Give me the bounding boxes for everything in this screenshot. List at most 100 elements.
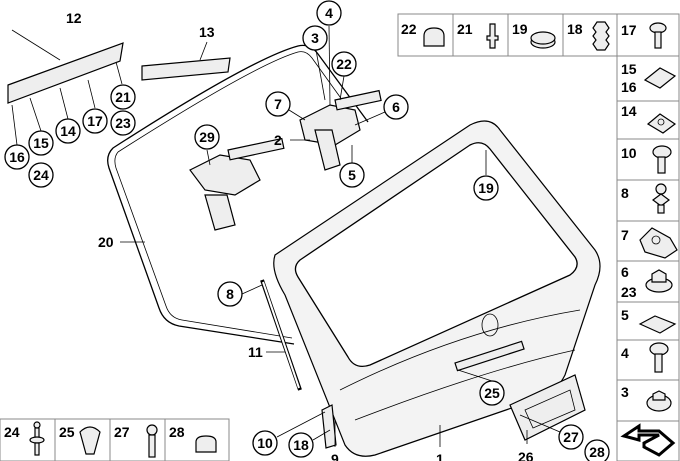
callout-26: 26 [518, 449, 534, 461]
side-parts-table: 17 15 16 14 10 8 7 6 23 5 4 3 [616, 13, 680, 461]
callout-28: 28 [584, 439, 610, 461]
part-17-screw-icon [649, 22, 667, 49]
side-part-label: 3 [621, 384, 629, 400]
side-part-label: 5 [621, 307, 629, 323]
seal-strip [141, 57, 231, 81]
callout-number: 14 [60, 123, 76, 139]
callout-20: 20 [98, 234, 114, 250]
callout-circle [288, 432, 314, 458]
part-27-screw-icon [146, 424, 158, 458]
side-part-label: 4 [621, 345, 629, 361]
callout-number: 4 [325, 5, 333, 21]
callout-circle [4, 144, 30, 170]
part-8-ball-stud-icon [652, 183, 670, 214]
top-part-label: 22 [401, 21, 417, 37]
top-part-label: 18 [567, 21, 583, 37]
side-part-label: 16 [621, 79, 637, 95]
callout-circle [217, 281, 243, 307]
callout-1: 1 [436, 451, 444, 461]
bottom-part-label: 28 [169, 424, 185, 440]
bottom-parts-table: 24 25 27 28 [0, 418, 230, 461]
callout-circle [473, 175, 499, 201]
callout-27: 27 [558, 424, 584, 450]
part-25-expansion-clip-icon [79, 426, 101, 455]
direction-arrow-icon [620, 423, 676, 457]
callout-14: 14 [55, 118, 81, 144]
part-15-clip-icon [643, 67, 677, 89]
part-3-nut-icon [646, 390, 672, 412]
callout-number: 25 [484, 385, 500, 401]
callout-number: 28 [589, 444, 605, 460]
top-part-label: 19 [512, 21, 528, 37]
callout-number: 19 [478, 180, 494, 196]
callout-18: 18 [288, 432, 314, 458]
side-part-label: 10 [621, 145, 637, 161]
callout-circle [479, 380, 505, 406]
bottom-part-label: 27 [114, 424, 130, 440]
side-part-label: 14 [621, 103, 637, 119]
callout-circle [558, 424, 584, 450]
part-18-buffer-icon [592, 21, 610, 51]
leader-lines [11, 25, 561, 447]
callout-22: 22 [331, 51, 357, 77]
callout-number: 15 [33, 135, 49, 151]
callout-number: 8 [226, 286, 234, 302]
rear-spoiler [7, 42, 124, 104]
callout-number: 17 [87, 113, 103, 129]
part-19-plug-icon [530, 31, 556, 49]
part-5-shim-icon [638, 315, 677, 334]
side-part-label: 6 [621, 264, 629, 280]
callout-circle [110, 110, 136, 136]
callout-number: 29 [199, 129, 215, 145]
callout-circle [110, 84, 136, 110]
callout-number: 3 [311, 30, 319, 46]
callout-16: 16 [4, 144, 30, 170]
part-24-rivet-icon [29, 421, 45, 456]
part-6-nut-icon [645, 269, 673, 293]
bottom-part-label: 25 [59, 424, 75, 440]
callout-6: 6 [383, 94, 409, 120]
hinge-right [299, 89, 382, 171]
callout-7: 7 [265, 91, 291, 117]
side-part-label: 23 [621, 284, 637, 300]
callout-29: 29 [194, 124, 220, 150]
callout-number: 21 [115, 89, 131, 105]
handle-strip [454, 340, 525, 372]
callout-21: 21 [110, 84, 136, 110]
side-part-label: 15 [621, 61, 637, 77]
callout-5: 5 [339, 162, 365, 188]
part-14-nut-clip-icon [646, 113, 677, 134]
callout-circle [316, 0, 342, 26]
callout-circle [55, 118, 81, 144]
part-10-bolt-icon [652, 145, 672, 174]
callout-8: 8 [217, 281, 243, 307]
callout-number: 22 [336, 56, 352, 72]
part-28-buffer-icon [195, 435, 217, 453]
callout-circle [82, 108, 108, 134]
callout-11: 11 [248, 344, 263, 360]
callout-24: 24 [28, 162, 54, 188]
callout-circle [265, 91, 291, 117]
callout-number: 5 [348, 167, 356, 183]
callout-number: 27 [563, 429, 579, 445]
callout-12: 12 [66, 10, 82, 26]
part-4-bolt-icon [649, 342, 669, 373]
callout-2: 2 [274, 132, 282, 148]
gas-strut [260, 279, 302, 391]
side-part-label: 7 [621, 227, 629, 243]
top-part-label: 21 [457, 21, 473, 37]
callout-number: 23 [115, 115, 131, 131]
callout-circle [194, 124, 220, 150]
callout-3: 3 [302, 25, 328, 51]
callout-circle [331, 51, 357, 77]
bottom-part-label: 24 [4, 424, 20, 440]
callout-17: 17 [82, 108, 108, 134]
hinge-left [189, 137, 285, 231]
part-22-cap-icon [423, 27, 445, 47]
callout-circle [584, 439, 610, 461]
callout-number: 10 [257, 435, 273, 451]
callout-4: 4 [316, 0, 342, 26]
callout-circle [28, 162, 54, 188]
